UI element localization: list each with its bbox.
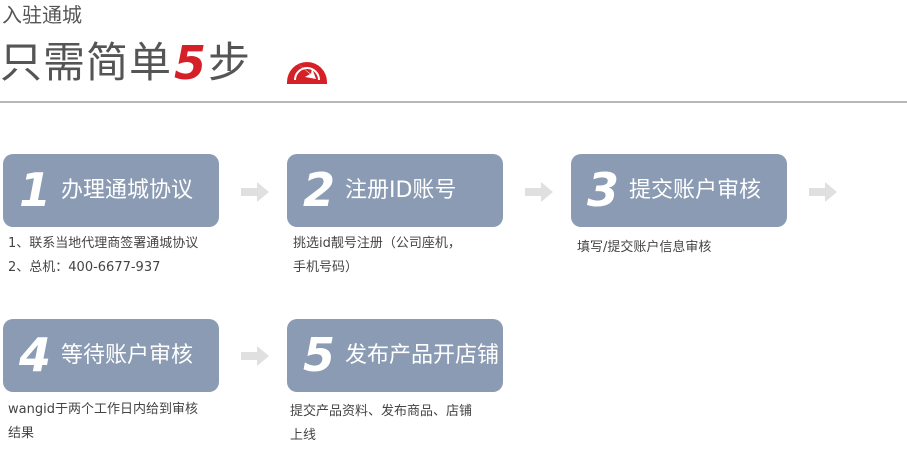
arrow-right-icon [809, 182, 837, 202]
step-4-description: wangid于两个工作日内给到审核 结果 [8, 398, 198, 446]
step-card-3: 3 提交账户审核 [571, 154, 787, 227]
arrow-right-icon [241, 346, 269, 366]
arrow-right-icon [525, 182, 553, 202]
step-5-description: 提交产品资料、发布商品、店铺 上线 [290, 400, 472, 448]
desc-line: 挑选id靓号注册（公司座机， [293, 236, 461, 251]
desc-line: 填写/提交账户信息审核 [577, 240, 712, 255]
step-number: 3 [586, 163, 619, 217]
step-1-description: 1、联系当地代理商签署通城协议 2、总机：400-6677-937 [8, 232, 198, 280]
title-step-count: 5 [174, 36, 207, 90]
step-card-5: 5 发布产品开店铺 [287, 319, 503, 392]
step-title: 发布产品开店铺 [345, 343, 500, 368]
step-title: 等待账户审核 [61, 343, 194, 368]
step-number: 4 [18, 328, 51, 382]
step-number: 2 [302, 163, 335, 217]
desc-line: 提交产品资料、发布商品、店铺 [290, 404, 473, 419]
step-number: 1 [18, 163, 51, 217]
desc-line: 1、联系当地代理商签署通城协议 [8, 236, 199, 251]
step-title: 注册ID账号 [345, 178, 457, 203]
step-title: 提交账户审核 [629, 178, 762, 203]
title-text-prefix: 只需简单 [0, 38, 173, 87]
step-2-description: 挑选id靓号注册（公司座机， 手机号码） [293, 232, 461, 280]
step-number: 5 [302, 328, 335, 382]
arrow-down-right-icon [287, 62, 327, 84]
step-card-4: 4 等待账户审核 [3, 319, 219, 392]
desc-line: wangid于两个工作日内给到审核 [8, 402, 198, 417]
page-title: 只需简单 5 步 [0, 38, 250, 88]
header-divider [0, 101, 907, 103]
desc-line: 手机号码） [293, 260, 359, 275]
step-card-2: 2 注册ID账号 [287, 154, 503, 227]
arrow-right-icon [241, 182, 269, 202]
desc-line: 上线 [290, 428, 317, 443]
section-subtitle: 入驻通城 [2, 3, 82, 27]
title-text-suffix: 步 [208, 38, 251, 87]
step-title: 办理通城协议 [61, 178, 194, 203]
step-card-1: 1 办理通城协议 [3, 154, 219, 227]
step-3-description: 填写/提交账户信息审核 [577, 236, 711, 260]
desc-line: 结果 [8, 426, 35, 441]
desc-line: 2、总机：400-6677-937 [8, 260, 161, 275]
